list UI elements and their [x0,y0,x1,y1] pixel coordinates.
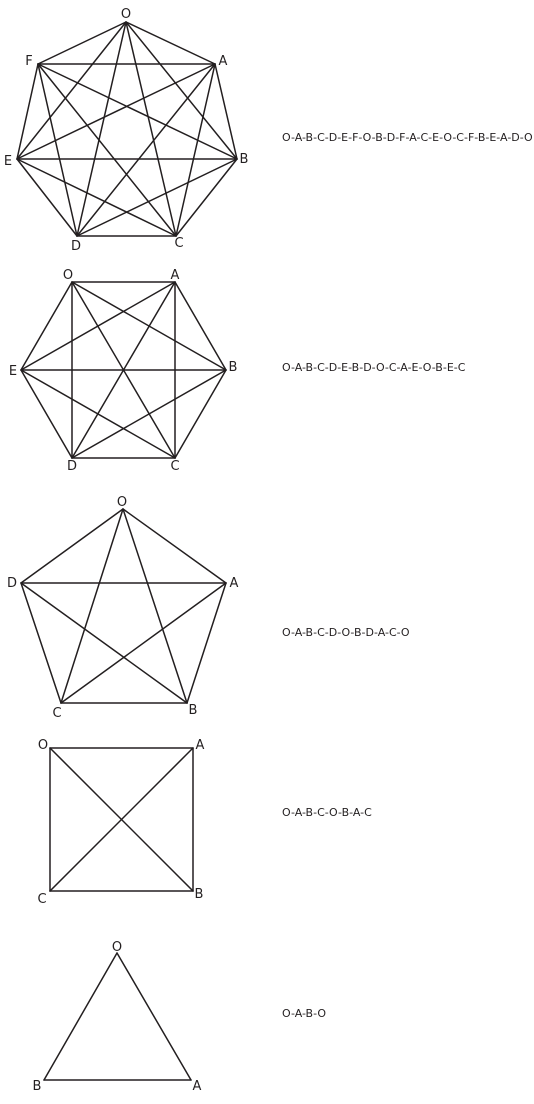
hexagon-edges [20,281,227,459]
heptagon-vertex-label-B: B [240,152,249,167]
triangle-edges [43,952,192,1081]
pentagon-edge-OA [122,508,227,584]
pentagon-edge-OC [60,508,124,704]
hexagon-edge-OE [20,281,73,371]
heptagon-vertex-label-C: C [174,236,183,251]
heptagon-vertex-label-O: O [121,7,131,22]
triangle-vertex-label-B: B [33,1079,42,1094]
pentagon-edge-OD [20,508,124,584]
heptagon-edge-OC [125,21,177,237]
heptagon-edge-BF [37,63,238,160]
heptagon-edge-CE [16,158,177,237]
square-edges [49,747,194,892]
hexagon-path-label: O-A-B-C-D-E-B-D-O-C-A-E-O-B-E-C [282,361,466,374]
pentagon-edge-CD [20,582,62,704]
heptagon-vertex-label-E: E [4,154,12,169]
heptagon-edge-OA [125,21,216,65]
hexagon-edge-DE [20,369,73,459]
square-vertex-label-B: B [195,887,204,902]
heptagon-vertex-labels: O A B C D E F [4,7,249,254]
hexagon-vertex-label-A: A [171,268,180,283]
hexagon-edge-AE [20,281,176,371]
pentagon-vertex-label-O: O [117,495,127,510]
heptagon-edge-OD [76,21,127,237]
heptagon-edges [16,21,238,237]
heptagon-vertex-label-A: A [219,54,228,69]
triangle-edge-OA [116,952,192,1081]
pentagon-vertex-label-C: C [52,706,61,721]
triangle-vertex-label-O: O [112,940,122,955]
square-vertex-labels: O A B C [37,738,204,907]
square-vertex-label-A: A [196,738,205,753]
hexagon-edge-BD [71,369,227,459]
hexagon-vertex-label-B: B [229,360,238,375]
pentagon-edges [20,508,227,704]
hexagon-edge-CE [20,369,176,459]
heptagon-edge-DF [37,63,78,237]
pentagon-vertex-label-B: B [189,703,198,718]
pentagon-edge-AB [186,582,227,704]
pentagon-path-label: O-A-B-C-D-O-B-D-A-C-O [282,626,410,639]
heptagon-edge-CF [37,63,177,237]
square-edge-AC [49,747,194,892]
heptagon-edge-BD [76,158,238,237]
heptagon-edge-OF [37,21,127,65]
heptagon-edge-AE [16,63,216,160]
pentagon-edge-BD [20,582,188,704]
heptagon-edge-OB [125,21,238,160]
triangle-edge-OB [43,952,118,1081]
hexagon-figure: O A B C D E O-A-B-C-D-E-B-D-O-C-A-E-O-B-E-C [9,268,466,474]
hexagon-vertex-label-O: O [63,268,73,283]
triangle-vertex-labels: O A B [33,940,202,1094]
heptagon-vertex-label-D: D [71,239,81,254]
square-vertex-label-O: O [38,738,48,753]
square-figure: O A B C O-A-B-C-O-B-A-C [37,738,372,907]
hexagon-vertex-label-E: E [9,364,17,379]
hexagon-vertex-label-C: C [170,459,179,474]
heptagon-edge-DE [16,158,78,237]
pentagon-edge-OB [122,508,188,704]
hexagon-vertex-label-D: D [67,459,77,474]
heptagon-path-label: O-A-B-C-D-E-F-O-B-D-F-A-C-E-O-C-F-B-E-A-… [282,131,533,144]
pentagon-vertex-label-D: D [7,576,17,591]
square-path-label: O-A-B-C-O-B-A-C [282,806,372,819]
triangle-vertex-label-A: A [193,1079,202,1094]
heptagon-edge-AC [175,63,216,237]
triangle-figure: O A B O-A-B-O [33,940,327,1094]
heptagon-edge-BC [175,158,238,237]
pentagon-edge-AC [60,582,227,704]
hexagon-edge-BC [174,369,227,459]
heptagon-edge-AB [214,63,238,160]
heptagon-edge-AD [76,63,216,237]
pentagon-figure: O A B C D O-A-B-C-D-O-B-D-A-C-O [7,495,410,721]
heptagon-edge-OE [16,21,127,160]
square-vertex-label-C: C [37,892,46,907]
triangle-path-label: O-A-B-O [282,1007,326,1020]
pentagon-vertex-label-A: A [230,576,239,591]
heptagon-figure: O A B C D E F O-A-B-C-D-E-F-O-B-D-F-A-C-E-O-C-… [4,7,533,254]
heptagon-edge-EF [16,63,39,160]
heptagon-vertex-label-F: F [25,54,32,69]
hexagon-edge-AB [174,281,227,371]
pentagon-vertex-labels: O A B C D [7,495,239,721]
hexagon-vertex-labels: O A B C D E [9,268,238,474]
